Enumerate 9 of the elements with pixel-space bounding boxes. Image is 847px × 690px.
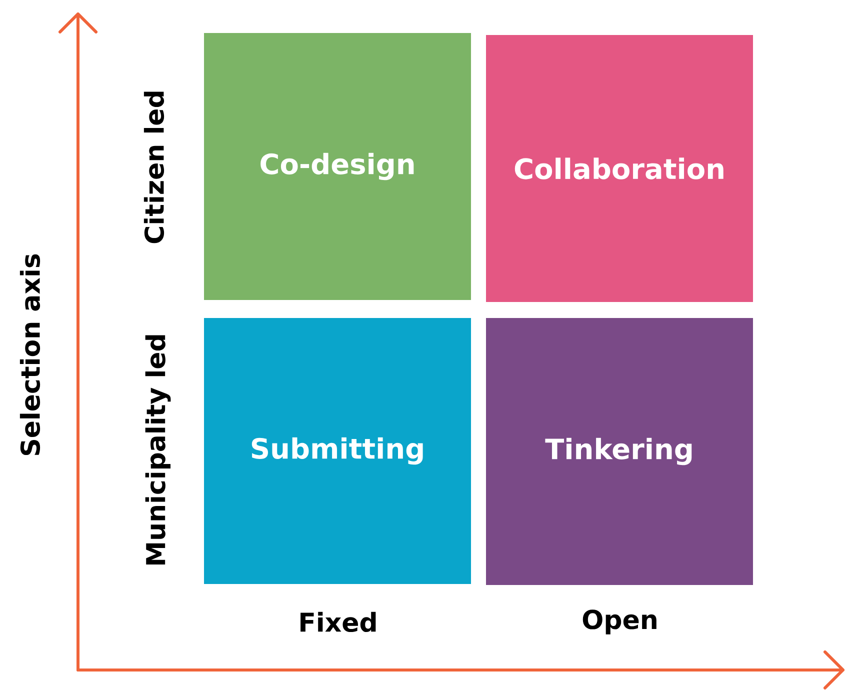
quadrant-box: Collaboration	[486, 35, 753, 302]
quadrant-box: Submitting	[204, 318, 471, 584]
quadrant-box: Co-design	[204, 33, 471, 300]
axis-label: Selection axis	[20, 254, 40, 456]
axis-label: Open	[582, 610, 656, 634]
axis-label: Fixed	[300, 612, 376, 632]
quadrant-box: Tinkering	[486, 318, 753, 585]
axis-label: Citizen led	[144, 92, 164, 244]
axis-label: Municipality led	[145, 335, 171, 564]
